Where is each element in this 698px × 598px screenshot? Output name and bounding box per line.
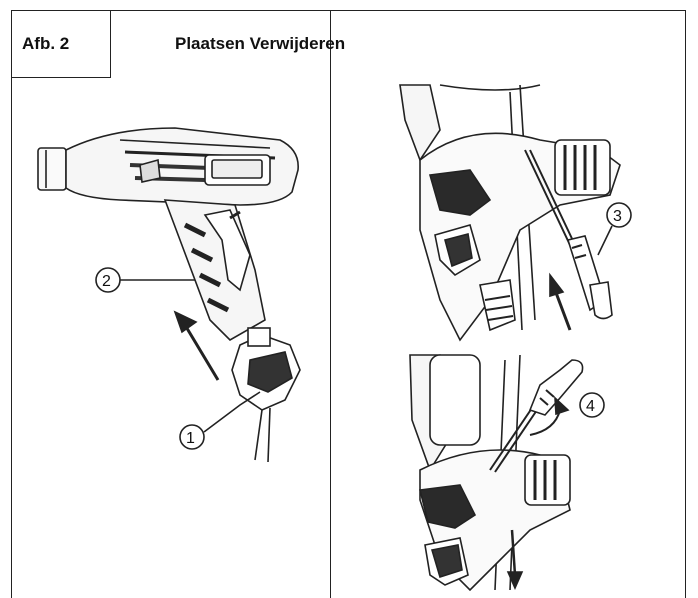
close-up-bottom-illustration [409,354,605,592]
heat-gun-illustration [37,127,301,463]
panel-divider [330,10,331,598]
callout-4: 4 [586,398,595,415]
figure-frame [11,10,686,598]
figure-title: Plaatsen Verwijderen [175,34,346,53]
callout-2: 2 [102,273,111,290]
close-up-top-illustration [399,84,632,342]
figure-label: Afb. 2 [22,34,70,53]
figure-label-box [11,10,111,78]
callout-1: 1 [186,430,195,447]
callout-3: 3 [613,208,622,225]
